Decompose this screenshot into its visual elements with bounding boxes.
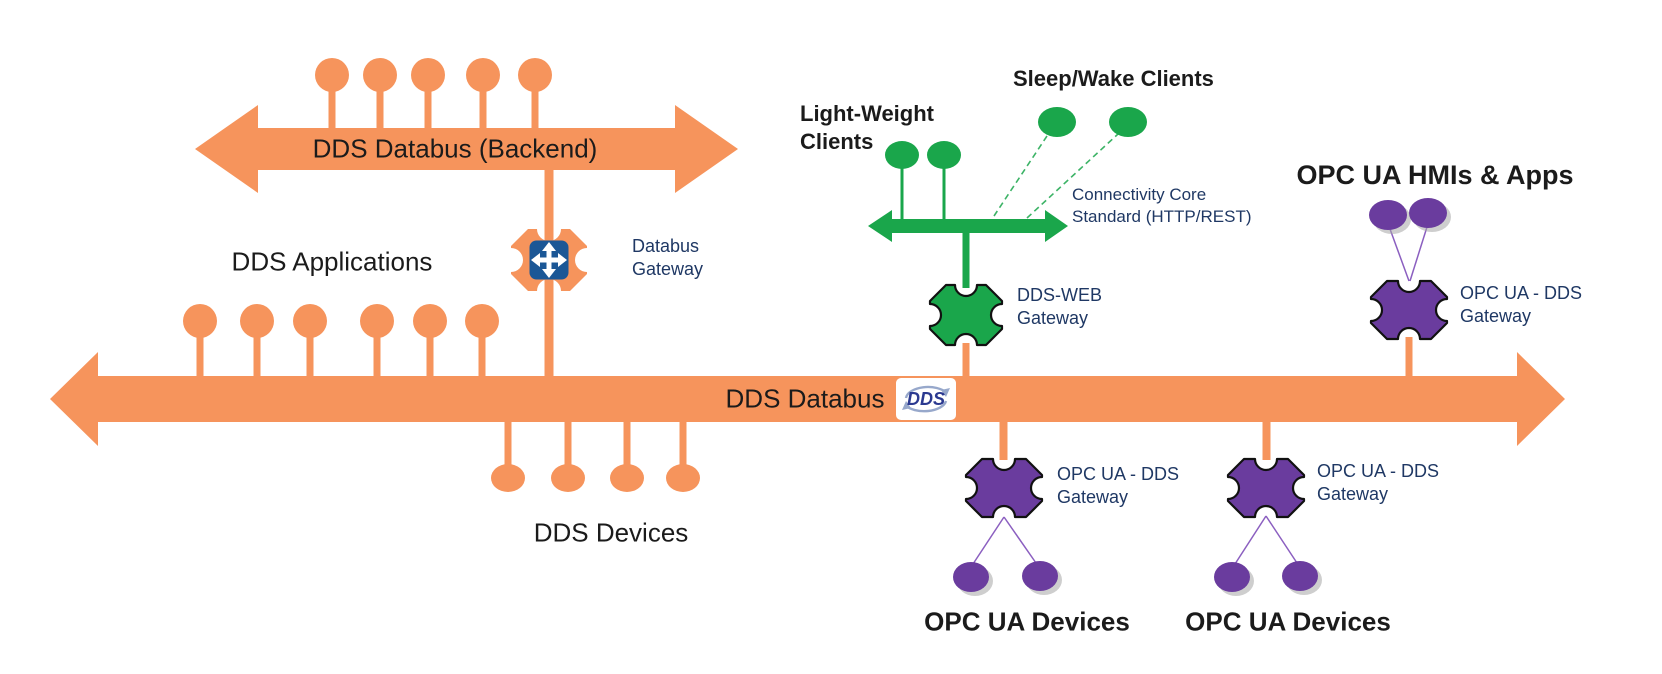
opc-ua-hmi-nodes bbox=[1369, 198, 1451, 282]
opc-ua-dds-gateway-right-icon bbox=[1369, 279, 1449, 341]
main-bus-label: DDS Databus bbox=[725, 383, 885, 414]
opc-ua-devices1-label: OPC UA Devices bbox=[924, 606, 1130, 637]
dds-applications-label: DDS Applications bbox=[231, 246, 433, 277]
opc-gateway2-connector bbox=[1262, 422, 1271, 460]
four-way-arrow-icon bbox=[531, 242, 567, 278]
opc-ua-device-nodes-1 bbox=[953, 516, 1062, 596]
dds-logo: DDS bbox=[896, 378, 956, 420]
backend-bus-label: DDS Databus (Backend) bbox=[312, 133, 598, 164]
web-gateway-connector-orange bbox=[962, 343, 970, 377]
light-weight-clients-label: Light-Weight Clients bbox=[800, 101, 934, 154]
backend-databus-arrow bbox=[195, 105, 738, 193]
dds-application-nodes bbox=[183, 304, 499, 376]
dds-web-gateway-label: DDS-WEB Gateway bbox=[1017, 285, 1102, 328]
opc-ua-devices2-label: OPC UA Devices bbox=[1185, 606, 1391, 637]
web-bus-arrow bbox=[868, 210, 1068, 242]
sleep-wake-clients-label: Sleep/Wake Clients bbox=[1013, 66, 1214, 91]
opc-ua-hmis-title: OPC UA HMIs & Apps bbox=[1296, 159, 1574, 190]
opc-ua-dds-gateway2-label: OPC UA - DDS Gateway bbox=[1317, 461, 1440, 504]
dds-devices-label: DDS Devices bbox=[533, 517, 689, 548]
opc-ua-dds-gateway1-label: OPC UA - DDS Gateway bbox=[1057, 464, 1180, 507]
opc-ua-device-nodes-2 bbox=[1214, 515, 1322, 596]
dds-device-nodes bbox=[491, 422, 700, 492]
opc-right-gateway-connector bbox=[1405, 337, 1413, 377]
dds-logo-text: DDS bbox=[906, 388, 945, 409]
connectivity-core-label: Connectivity Core Standard (HTTP/REST) bbox=[1072, 185, 1252, 226]
opc-ua-dds-gateway-right-label: OPC UA - DDS Gateway bbox=[1460, 283, 1583, 326]
dds-logo-swirl-icon bbox=[902, 385, 950, 413]
web-gateway-connector-green bbox=[962, 233, 970, 288]
opc-ua-dds-gateway1-icon bbox=[964, 457, 1044, 519]
backend-app-nodes bbox=[315, 58, 552, 130]
sleep-wake-client-nodes bbox=[993, 107, 1147, 219]
opc-ua-dds-gateway2-icon bbox=[1226, 457, 1306, 519]
main-databus-arrow bbox=[50, 352, 1565, 446]
opc-gateway1-connector bbox=[999, 422, 1008, 460]
databus-gateway-label: Databus Gateway bbox=[632, 236, 704, 279]
databus-gateway-icon bbox=[511, 229, 587, 291]
light-weight-client-nodes bbox=[885, 141, 961, 221]
dds-web-gateway-icon bbox=[928, 283, 1004, 347]
